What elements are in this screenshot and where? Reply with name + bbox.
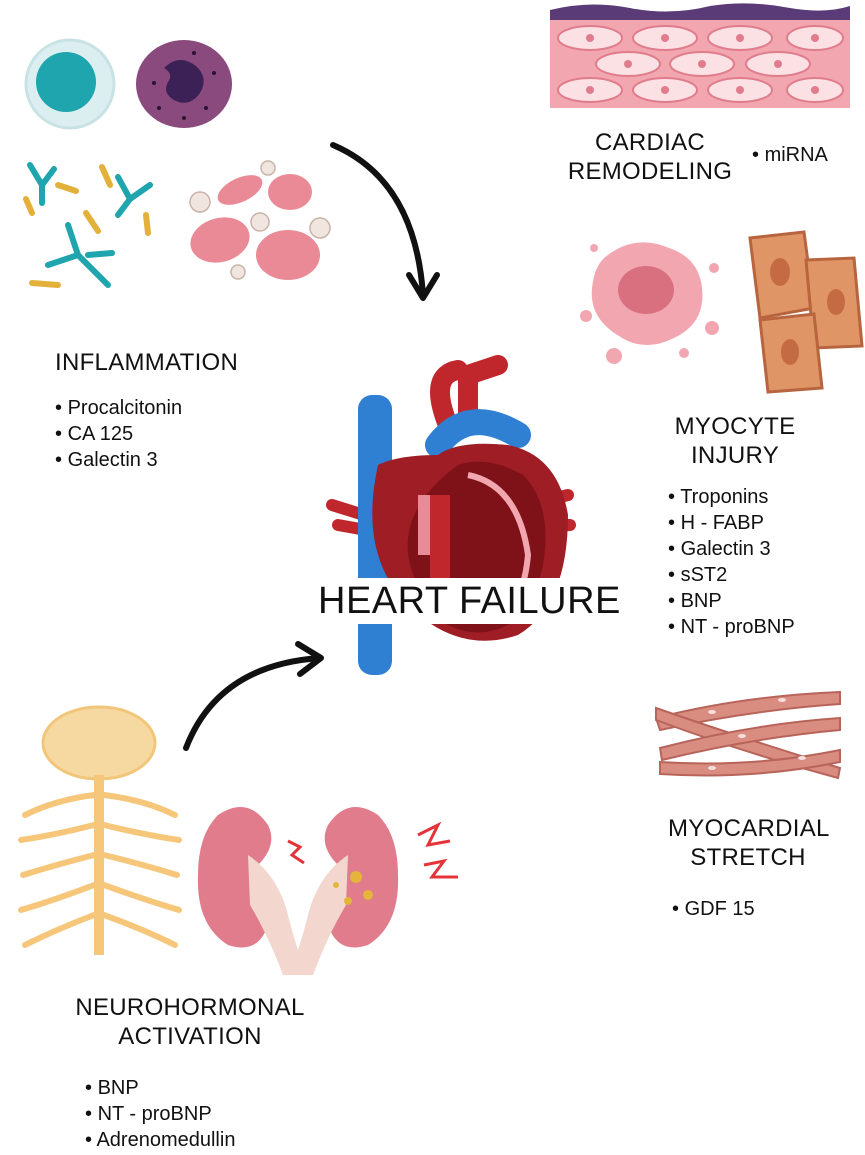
antibodies-illustration [18,155,168,315]
nervous-system-illustration [15,705,185,960]
myocardial-stretch-marker-list: GDF 15 [672,896,755,922]
neurohormonal-activation-title: NEUROHORMONAL ACTIVATION [72,993,308,1051]
list-item: NT - proBNP [85,1101,235,1127]
list-item: H - FABP [668,510,795,536]
cardiac-remodeling-marker-list: miRNA [752,142,828,168]
arrow-inflammation-to-heart [325,135,445,310]
list-item: Troponins [668,484,795,510]
kidneys-illustration [188,795,478,975]
myocardial-stretch-title-line1: MYOCARDIAL [668,814,828,843]
blood-cells-illustration [180,160,345,290]
neutrophil-cell-illustration [134,38,234,130]
list-item: Galectin 3 [55,447,182,473]
list-item: CA 125 [55,421,182,447]
neurohormonal-marker-list: BNP NT - proBNP Adrenomedullin [85,1075,235,1153]
myocyte-injury-title: MYOCYTE INJURY [660,412,810,470]
list-item: NT - proBNP [668,614,795,640]
list-item: miRNA [752,142,828,168]
neurohormonal-activation-title-line1: NEUROHORMONAL [72,993,308,1022]
myocyte-injury-title-line2: INJURY [660,441,810,470]
stretched-muscle-fibers-illustration [652,688,844,780]
list-item: BNP [668,588,795,614]
myocyte-injury-title-line1: MYOCYTE [660,412,810,441]
list-item: Galectin 3 [668,536,795,562]
myocardial-stretch-title-line2: STRETCH [668,843,828,872]
neurohormonal-activation-title-line2: ACTIVATION [72,1022,308,1051]
myocyte-injury-marker-list: Troponins H - FABP Galectin 3 sST2 BNP N… [668,484,795,640]
inflammation-marker-list: Procalcitonin CA 125 Galectin 3 [55,395,182,473]
lymphocyte-cell-illustration [20,36,120,131]
cardiac-remodeling-title-line1: CARDIAC [560,128,740,157]
inflammation-title: INFLAMMATION [55,348,238,377]
list-item: BNP [85,1075,235,1101]
list-item: Adrenomedullin [85,1127,235,1153]
cardiac-remodeling-title-line2: REMODELING [560,157,740,186]
list-item: Procalcitonin [55,395,182,421]
heart-failure-title: HEART FAILURE [314,578,625,624]
arrow-neurohormonal-to-heart [178,640,328,755]
list-item: GDF 15 [672,896,755,922]
myocardial-stretch-title: MYOCARDIAL STRETCH [668,814,828,872]
cardiac-tissue-illustration [550,0,850,110]
cardiac-remodeling-title: CARDIAC REMODELING [560,128,740,186]
list-item: sST2 [668,562,795,588]
damaged-myocyte-illustration [574,228,864,398]
